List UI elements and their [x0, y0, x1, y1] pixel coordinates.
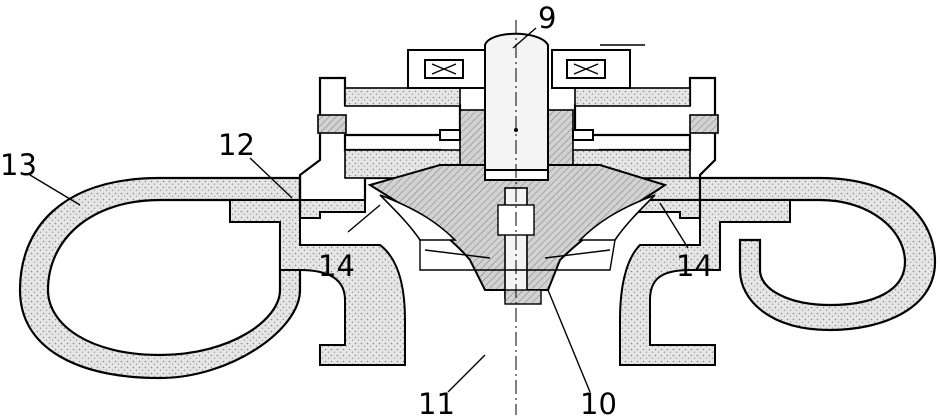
leader-lines	[29, 27, 689, 393]
bearing-assembly	[407, 44, 645, 166]
label-shaft: 9	[538, 1, 556, 35]
label-vane-left: 14	[318, 249, 355, 283]
impeller	[367, 164, 668, 305]
label-inlet: 11	[418, 387, 455, 419]
inlet-guides	[419, 239, 616, 271]
label-volute: 13	[0, 148, 37, 182]
label-diffuser: 12	[218, 128, 255, 162]
left-volute	[18, 176, 302, 380]
label-vane-right: 14	[676, 249, 713, 283]
label-impeller: 10	[580, 387, 617, 419]
right-casing	[573, 76, 791, 366]
right-volute	[638, 176, 937, 332]
